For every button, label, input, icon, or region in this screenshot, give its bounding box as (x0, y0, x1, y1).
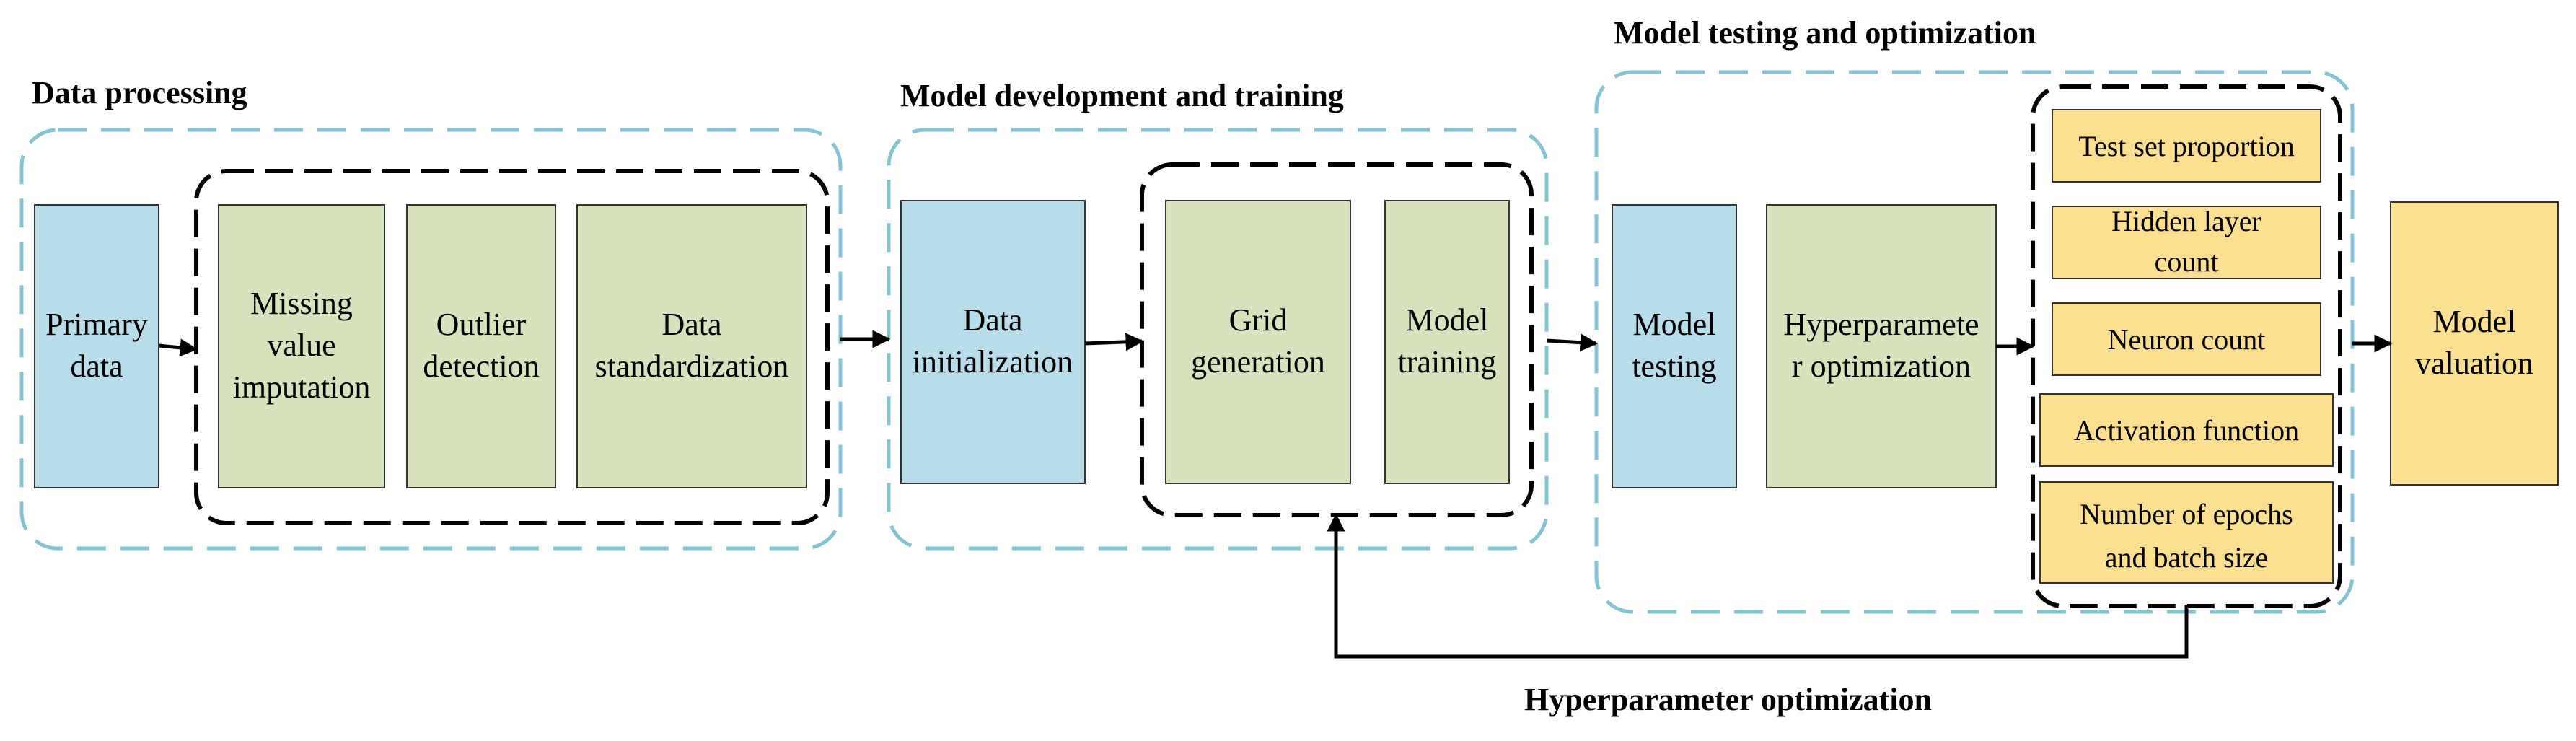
svg-text:Hyperparamete: Hyperparamete (1783, 307, 1979, 342)
svg-text:Data: Data (661, 307, 721, 342)
svg-text:Hidden layer: Hidden layer (2111, 205, 2261, 237)
section-title-model-development: Model development and training (900, 78, 1344, 113)
svg-text:data: data (70, 348, 123, 384)
svg-text:Number of epochs: Number of epochs (2080, 498, 2293, 530)
svg-text:r optimization: r optimization (1792, 348, 1971, 384)
box-grid-generation: Grid generation (1165, 200, 1351, 484)
box-model-testing: Model testing (1612, 204, 1737, 488)
svg-text:initialization: initialization (913, 344, 1073, 380)
arrow-primary-to-group (158, 338, 198, 357)
svg-text:and batch size: and batch size (2105, 541, 2269, 574)
svg-text:generation: generation (1191, 344, 1325, 380)
box-primary-data: Primary data (34, 204, 159, 488)
svg-text:value: value (267, 328, 335, 363)
feedback-loop-arrow (1327, 513, 2189, 659)
box-activation-function: Activation function (2039, 393, 2334, 467)
box-missing-value-imputation: Missing value imputation (218, 204, 385, 488)
svg-text:Activation function: Activation function (2074, 414, 2299, 447)
arrow-init-to-training-group (1084, 333, 1144, 351)
box-data-initialization: Data initialization (900, 200, 1086, 484)
svg-text:Primary: Primary (45, 307, 148, 342)
section-title-data-processing: Data processing (32, 75, 247, 110)
svg-text:imputation: imputation (233, 369, 371, 405)
svg-text:Missing: Missing (250, 286, 353, 321)
svg-text:Model: Model (1406, 302, 1489, 338)
section-title-model-testing: Model testing and optimization (1614, 15, 2036, 51)
svg-text:Grid: Grid (1229, 302, 1288, 338)
box-test-set-proportion: Test set proportion (2052, 109, 2321, 183)
box-epochs-batch-size: Number of epochs and batch size (2039, 481, 2334, 584)
group-hyperparameters (2031, 84, 2342, 608)
svg-text:training: training (1398, 344, 1497, 380)
svg-text:Test set proportion: Test set proportion (2078, 130, 2294, 162)
svg-text:detection: detection (423, 348, 539, 384)
box-neuron-count: Neuron count (2052, 302, 2321, 376)
svg-text:count: count (2155, 245, 2219, 278)
box-outlier-detection: Outlier detection (406, 204, 556, 488)
svg-text:Neuron count: Neuron count (2108, 323, 2266, 356)
arrow-development-to-testing (1546, 333, 1599, 352)
feedback-label: Hyperparameter optimization (1524, 682, 1932, 717)
svg-text:testing: testing (1632, 348, 1716, 384)
svg-text:valuation: valuation (2415, 346, 2533, 381)
svg-text:Model: Model (2433, 304, 2516, 339)
box-model-valuation: Model valuation (2390, 201, 2559, 486)
box-hidden-layer-count: Hidden layer count (2052, 205, 2321, 279)
svg-text:Data: Data (962, 302, 1022, 338)
box-model-training: Model training (1384, 200, 1510, 484)
svg-text:standardization: standardization (595, 348, 789, 384)
box-data-standardization: Data standardization (576, 204, 807, 488)
svg-text:Outlier: Outlier (436, 307, 527, 342)
svg-text:Model: Model (1633, 307, 1716, 342)
box-hyperparameter-optimization: Hyperparamete r optimization (1766, 204, 1997, 488)
